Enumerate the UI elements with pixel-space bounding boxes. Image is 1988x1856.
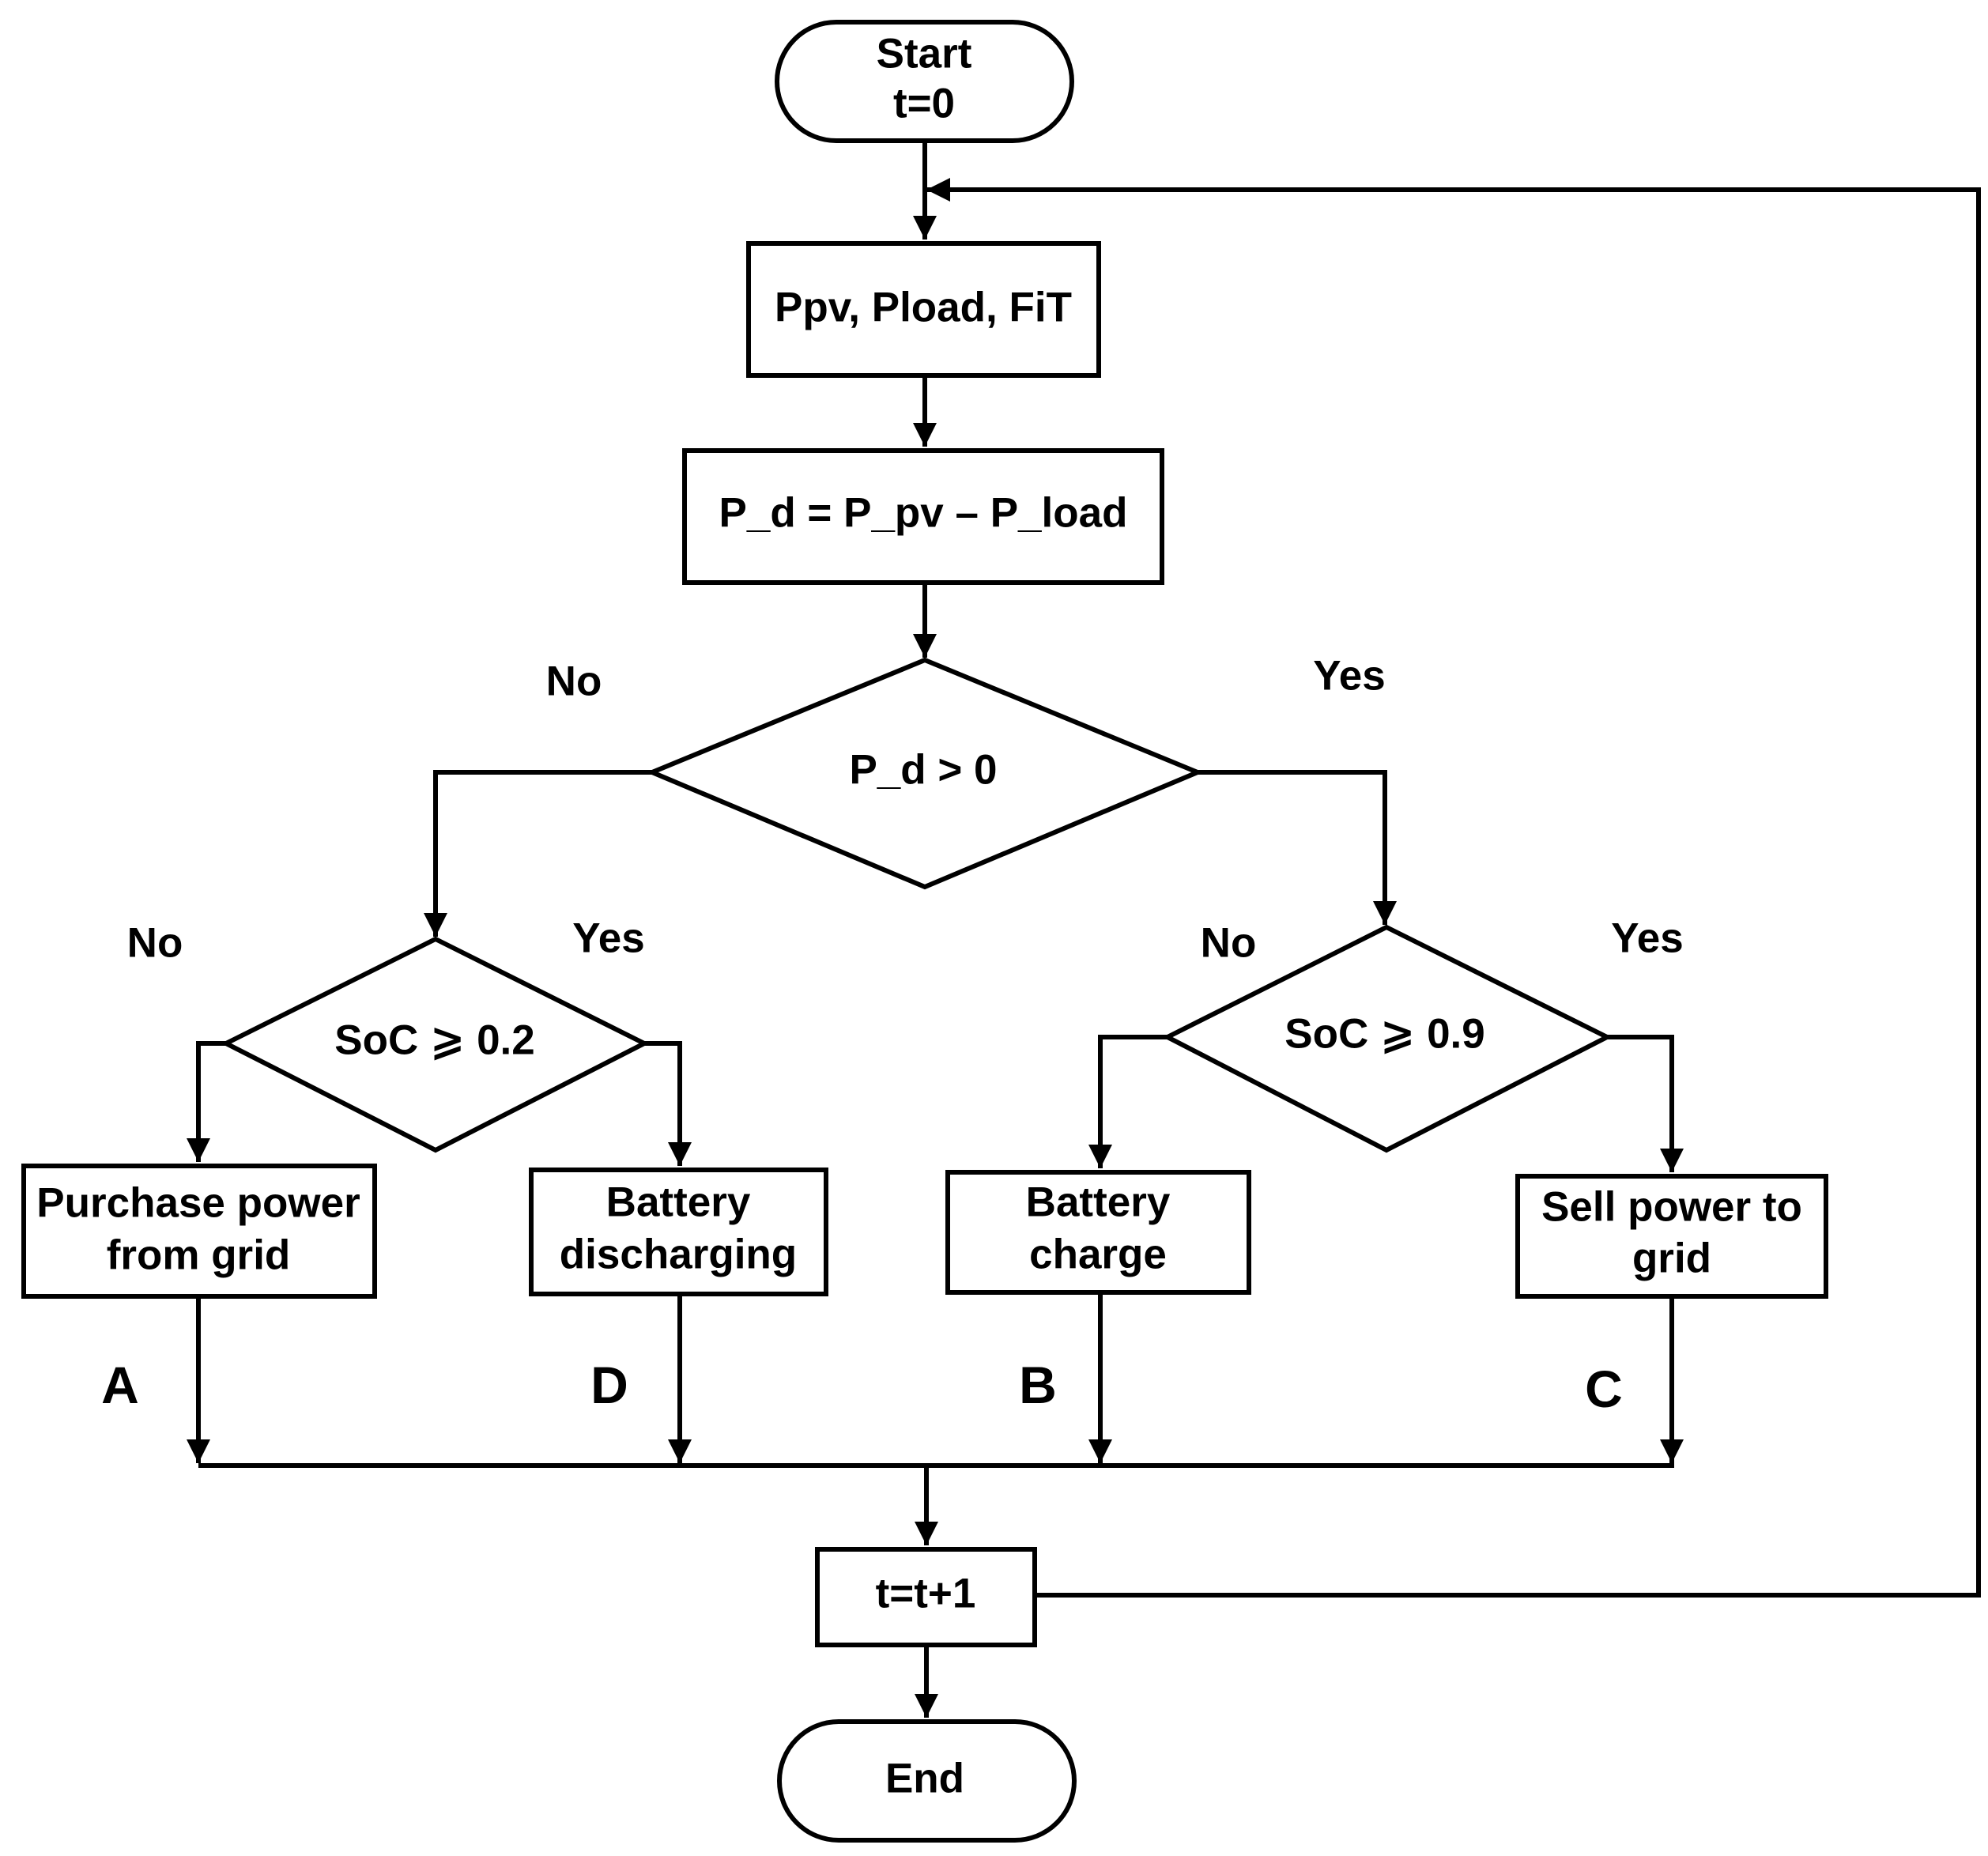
- connectors: [187, 142, 1981, 1718]
- increment-box-shape: [815, 1547, 1037, 1647]
- battery-charge-line-1: Battery: [1026, 1179, 1171, 1226]
- battery-charge-box: Battery charge: [945, 1170, 1251, 1295]
- decision-pd-shape: [646, 657, 1204, 890]
- power-difference-box-shape: [682, 448, 1164, 585]
- edge-pd-no: [424, 770, 652, 937]
- sell-power-line-2: grid: [1632, 1235, 1711, 1282]
- decision-soc-high-label: SoC ⩾ 0.9: [1284, 1011, 1485, 1058]
- sell-power-box: Sell power to grid: [1515, 1174, 1828, 1299]
- decision-soc-high-no-label: No: [1201, 920, 1257, 967]
- power-difference-box: P_d = P_pv – P_load: [682, 448, 1164, 585]
- edge-soc-high-yes: [1607, 1035, 1684, 1172]
- start-label: Start: [877, 31, 972, 77]
- start-terminal-shape: [775, 20, 1074, 143]
- decision-soc-low-no-label: No: [127, 920, 183, 967]
- decision-soc-low: SoC ⩾ 0.2: [221, 936, 650, 1153]
- increment-label: t=t+1: [876, 1571, 976, 1617]
- path-label-d: D: [590, 1356, 628, 1414]
- decision-soc-low-label: SoC ⩾ 0.2: [334, 1017, 535, 1064]
- inputs-box: Ppv, Pload, FiT: [746, 241, 1101, 378]
- end-label: End: [885, 1756, 964, 1802]
- battery-discharging-box: Battery discharging: [529, 1168, 828, 1296]
- path-label-b: B: [1019, 1356, 1057, 1414]
- start-terminal: Start t=0: [775, 20, 1074, 143]
- decision-pd-no-label: No: [546, 658, 602, 705]
- sell-power-box-shape: [1515, 1174, 1828, 1299]
- edge-loop-back: [926, 178, 1981, 1598]
- edge-soc-low-yes: [644, 1041, 692, 1166]
- power-difference-label: P_d = P_pv – P_load: [719, 490, 1128, 537]
- edge-pd-yes: [1198, 770, 1397, 925]
- path-label-a: A: [101, 1356, 139, 1414]
- purchase-power-box-shape: [21, 1164, 377, 1299]
- decision-pd-label: P_d > 0: [849, 747, 997, 794]
- decision-soc-low-shape: [221, 936, 650, 1153]
- start-time-label: t=0: [893, 81, 955, 127]
- battery-discharging-box-shape: [529, 1168, 828, 1296]
- decision-pd: P_d > 0: [646, 657, 1204, 890]
- purchase-power-line-1: Purchase power: [36, 1180, 360, 1227]
- decision-pd-yes-label: Yes: [1313, 653, 1385, 700]
- decision-soc-high: SoC ⩾ 0.9: [1162, 924, 1613, 1153]
- sell-power-line-1: Sell power to: [1541, 1184, 1802, 1231]
- battery-discharging-line-1: Battery: [606, 1179, 751, 1226]
- decision-soc-high-shape: [1162, 924, 1613, 1153]
- purchase-power-line-2: from grid: [107, 1232, 291, 1279]
- decision-soc-low-yes-label: Yes: [572, 915, 644, 962]
- purchase-power-box: Purchase power from grid: [21, 1164, 377, 1299]
- inputs-label: Ppv, Pload, FiT: [775, 285, 1072, 331]
- decision-soc-high-yes-label: Yes: [1611, 915, 1683, 962]
- end-terminal-shape: [777, 1719, 1077, 1843]
- edge-soc-high-no: [1088, 1035, 1168, 1168]
- battery-charge-box-shape: [945, 1170, 1251, 1295]
- end-terminal: End: [777, 1719, 1077, 1843]
- path-label-c: C: [1585, 1360, 1623, 1418]
- edge-soc-low-no: [187, 1041, 226, 1162]
- increment-box: t=t+1: [815, 1547, 1037, 1647]
- battery-charge-line-2: charge: [1029, 1232, 1167, 1278]
- inputs-box-shape: [746, 241, 1101, 378]
- battery-discharging-line-2: discharging: [560, 1232, 797, 1278]
